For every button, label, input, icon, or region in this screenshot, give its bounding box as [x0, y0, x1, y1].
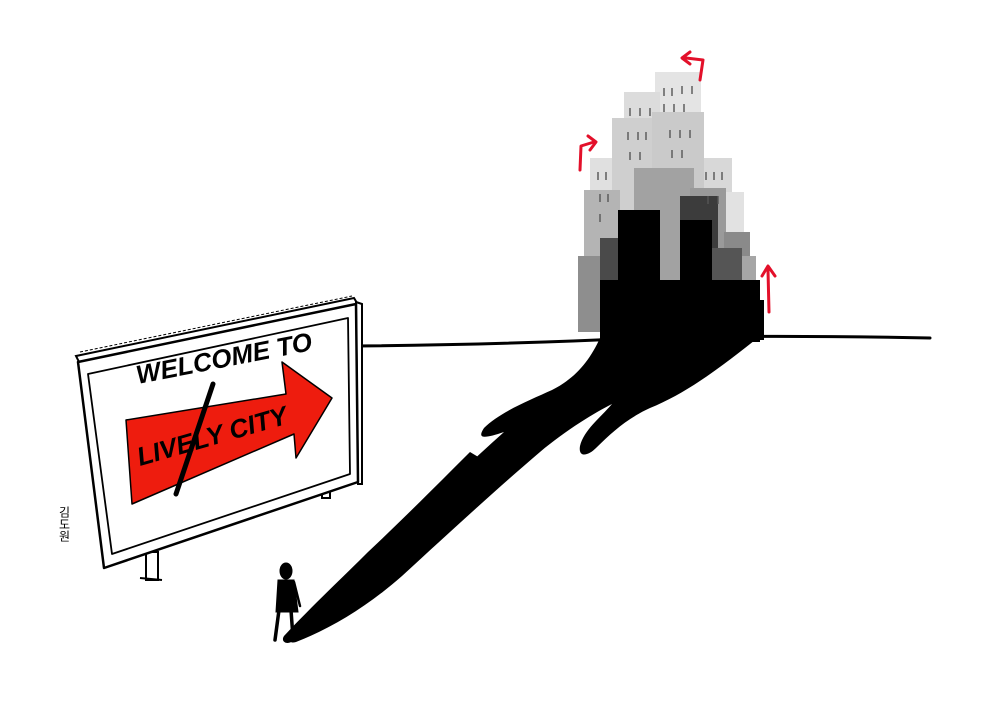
- building-windows: [597, 86, 723, 222]
- walking-person: [273, 562, 302, 642]
- artist-signature: 김도원: [57, 506, 71, 542]
- city-shadow: [282, 336, 760, 643]
- city-skyline: [578, 72, 764, 342]
- red-up-arrow-icon: [578, 134, 598, 172]
- billboard: WELCOME TO LIVELY CITY: [74, 295, 363, 581]
- strike-through-slash: [173, 381, 216, 497]
- red-up-arrow-icon: [760, 264, 777, 314]
- red-arrow-sign: [125, 361, 333, 505]
- red-up-arrow-icon: [680, 50, 705, 82]
